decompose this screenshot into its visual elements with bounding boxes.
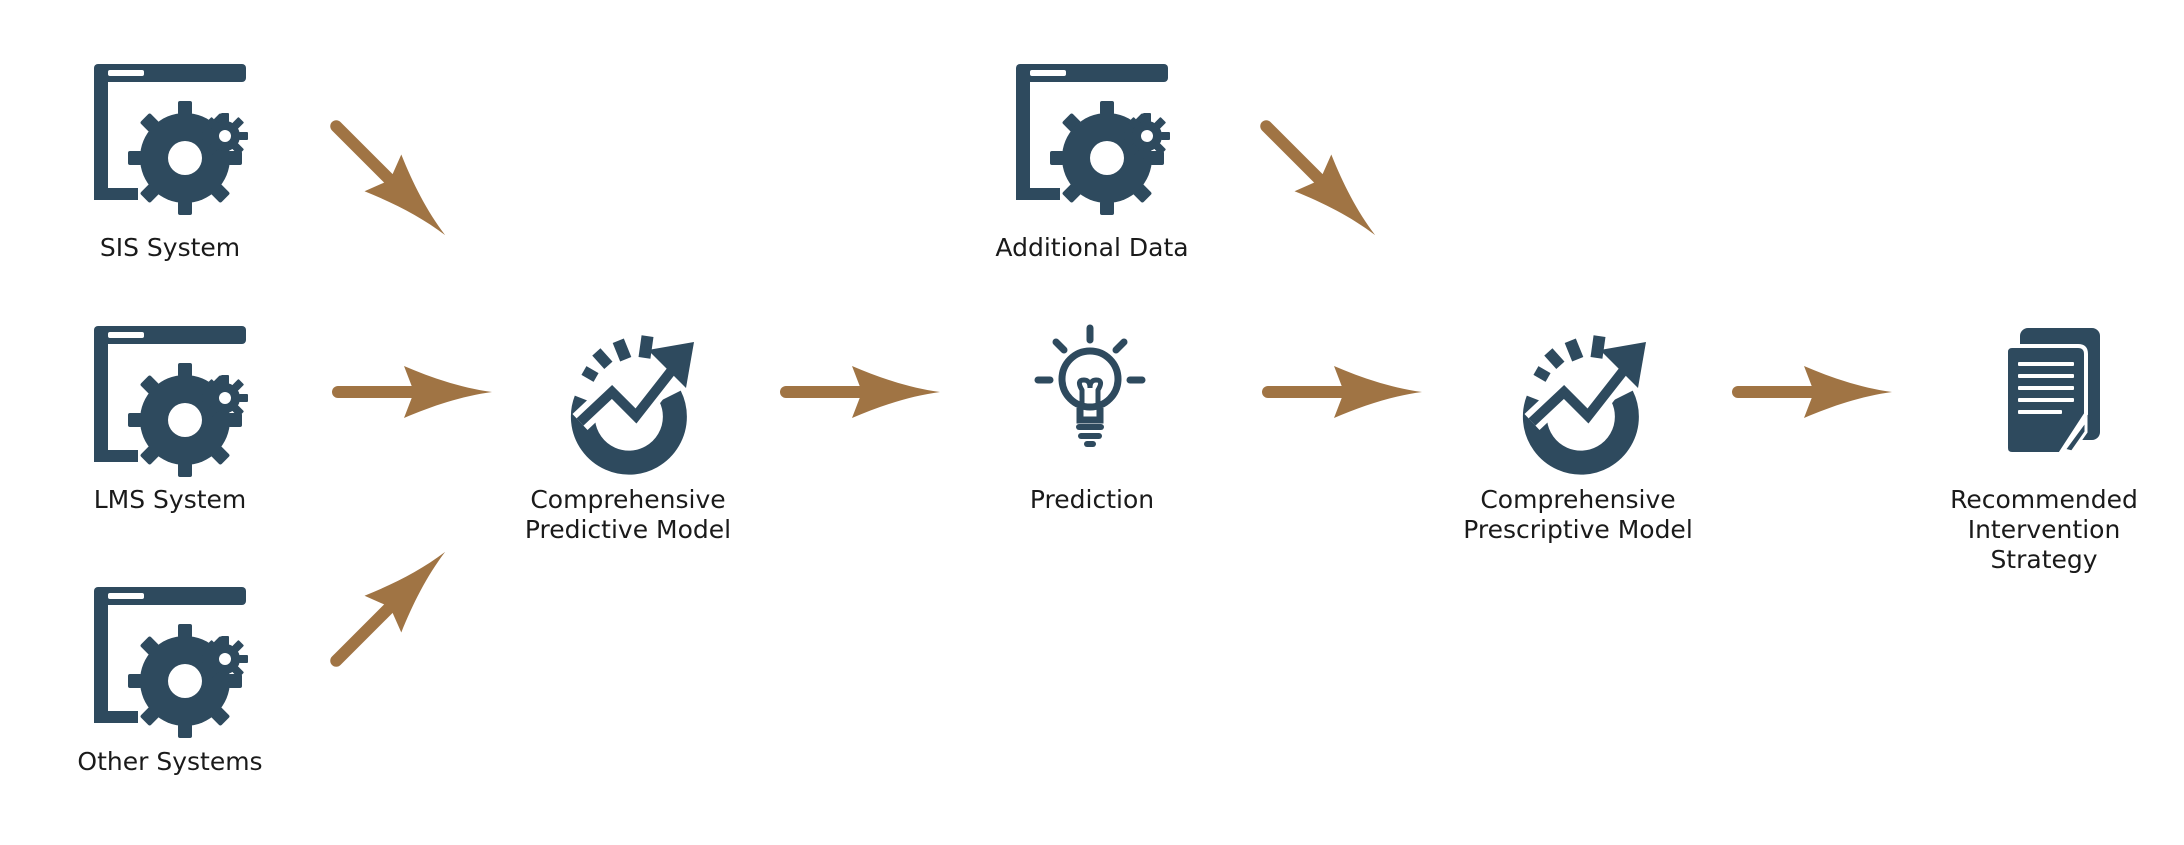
prescriptive-growth-chart-icon [1532,335,1646,462]
arrow-additional-to-prescriptive [1248,108,1394,254]
arrow-other-to-predictive [318,533,464,679]
predictive-growth-chart-icon [580,335,694,462]
arrow-prediction-to-prescriptive [1268,366,1422,418]
other-app-gear-icon [94,587,248,738]
predictive-model-label-line-1: Comprehensive [530,485,726,514]
prediction-label: Prediction [1029,485,1155,514]
additional-data-app-gear-icon [1016,64,1170,215]
other-systems-label: Other Systems [77,747,263,776]
strategy-label-line-2: Intervention [1967,515,2121,544]
lms-app-gear-icon [94,326,248,477]
sis-app-gear-icon [94,64,248,215]
prescriptive-model-label-line-1: Comprehensive [1480,485,1676,514]
prescriptive-model-label: Comprehensive Prescriptive Model [1408,485,1748,545]
strategy-label: Recommended Intervention Strategy [1874,485,2184,575]
predictive-model-label: Comprehensive Predictive Model [458,485,798,545]
strategy-label-line-1: Recommended [1950,485,2138,514]
documents-icon [2004,326,2102,456]
prescriptive-model-label-line-2: Prescriptive Model [1463,515,1693,544]
arrow-prescriptive-to-strategy [1738,366,1892,418]
arrow-sis-to-predictive [318,108,464,254]
strategy-label-line-3: Strategy [1990,545,2098,574]
predictive-model-label-line-2: Predictive Model [524,515,732,544]
additional-data-label: Additional Data [995,233,1189,262]
arrow-lms-to-predictive [338,366,492,418]
sis-system-label: SIS System [99,233,241,262]
arrow-predictive-to-prediction [786,366,940,418]
lms-system-label: LMS System [93,485,247,514]
lightbulb-icon [1038,328,1142,447]
